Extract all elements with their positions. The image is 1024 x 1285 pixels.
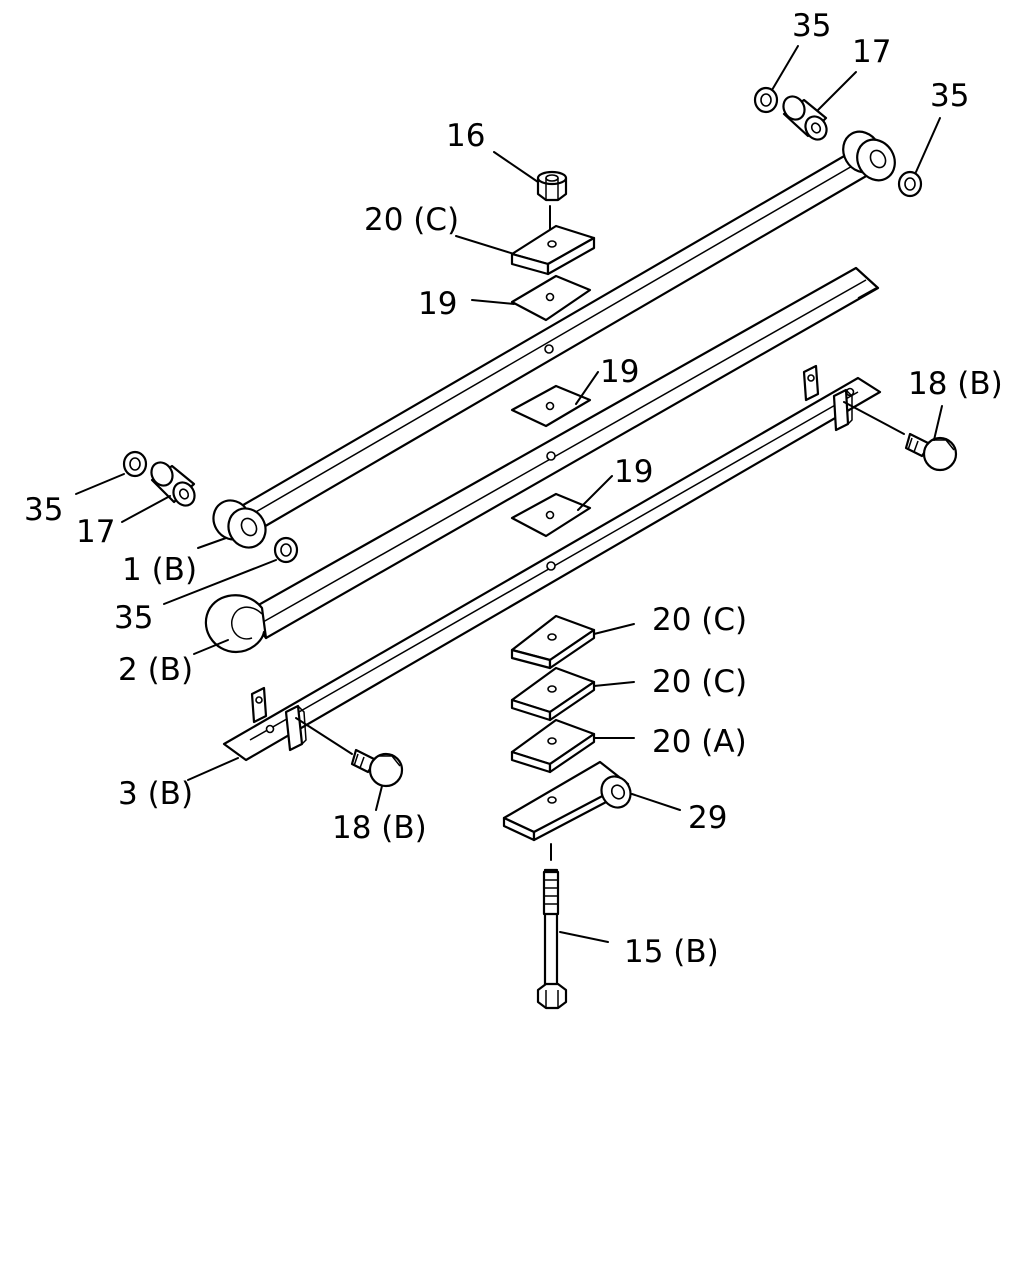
callout-15b: 15 (B) bbox=[624, 934, 719, 970]
callout-18b-left: 18 (B) bbox=[332, 810, 427, 846]
callout-20c-top: 20 (C) bbox=[364, 202, 459, 238]
callout-17-left: 17 bbox=[76, 514, 115, 550]
leaf-spring-1 bbox=[212, 130, 896, 549]
bushing-17-top bbox=[782, 95, 828, 141]
bolt-18b-left bbox=[350, 748, 404, 788]
clamp-plate-20c-top bbox=[510, 224, 596, 276]
callout-29: 29 bbox=[688, 800, 727, 836]
callout-16: 16 bbox=[446, 118, 485, 154]
nut-16 bbox=[536, 170, 568, 241]
callout-35-left-low: 35 bbox=[114, 600, 153, 636]
callout-19-top: 19 bbox=[418, 286, 457, 322]
shim-plate-19-mid bbox=[510, 384, 592, 428]
washer-35-left bbox=[122, 450, 148, 478]
leaf-spring-3 bbox=[222, 364, 882, 762]
leaf-spring-2 bbox=[204, 266, 880, 654]
callout-19-low: 19 bbox=[614, 454, 653, 490]
u-bolt-15b bbox=[536, 843, 568, 1010]
washer-35-left-low bbox=[273, 536, 299, 564]
callout-labels: 35 17 35 16 20 (C) 19 19 18 (B) 19 35 17… bbox=[24, 8, 1003, 970]
bracket-29 bbox=[502, 760, 632, 842]
callout-20a: 20 (A) bbox=[652, 724, 747, 760]
washer-35-top-right bbox=[897, 170, 923, 198]
bushing-17-left bbox=[150, 461, 196, 507]
callout-35-top-right: 35 bbox=[930, 78, 969, 114]
shim-plate-19-low bbox=[510, 492, 592, 538]
callout-3b: 3 (B) bbox=[118, 776, 193, 812]
callout-19-mid: 19 bbox=[600, 354, 639, 390]
callout-18b-right: 18 (B) bbox=[908, 366, 1003, 402]
shim-plate-19-top bbox=[510, 274, 592, 322]
leader-lines bbox=[75, 45, 943, 943]
callout-35-top-left: 35 bbox=[792, 8, 831, 44]
callout-20c-a: 20 (C) bbox=[652, 602, 747, 638]
callout-1b: 1 (B) bbox=[122, 552, 197, 588]
washer-35-top-left bbox=[753, 86, 779, 114]
clamp-plate-20c-b bbox=[510, 666, 596, 722]
callout-20c-b: 20 (C) bbox=[652, 664, 747, 700]
callout-35-left: 35 bbox=[24, 492, 63, 528]
clamp-plate-20a bbox=[510, 718, 596, 774]
bolt-18b-right bbox=[904, 432, 958, 472]
callout-2b: 2 (B) bbox=[118, 652, 193, 688]
callout-17-top: 17 bbox=[852, 34, 891, 70]
clamp-plate-20c-a bbox=[510, 614, 596, 670]
